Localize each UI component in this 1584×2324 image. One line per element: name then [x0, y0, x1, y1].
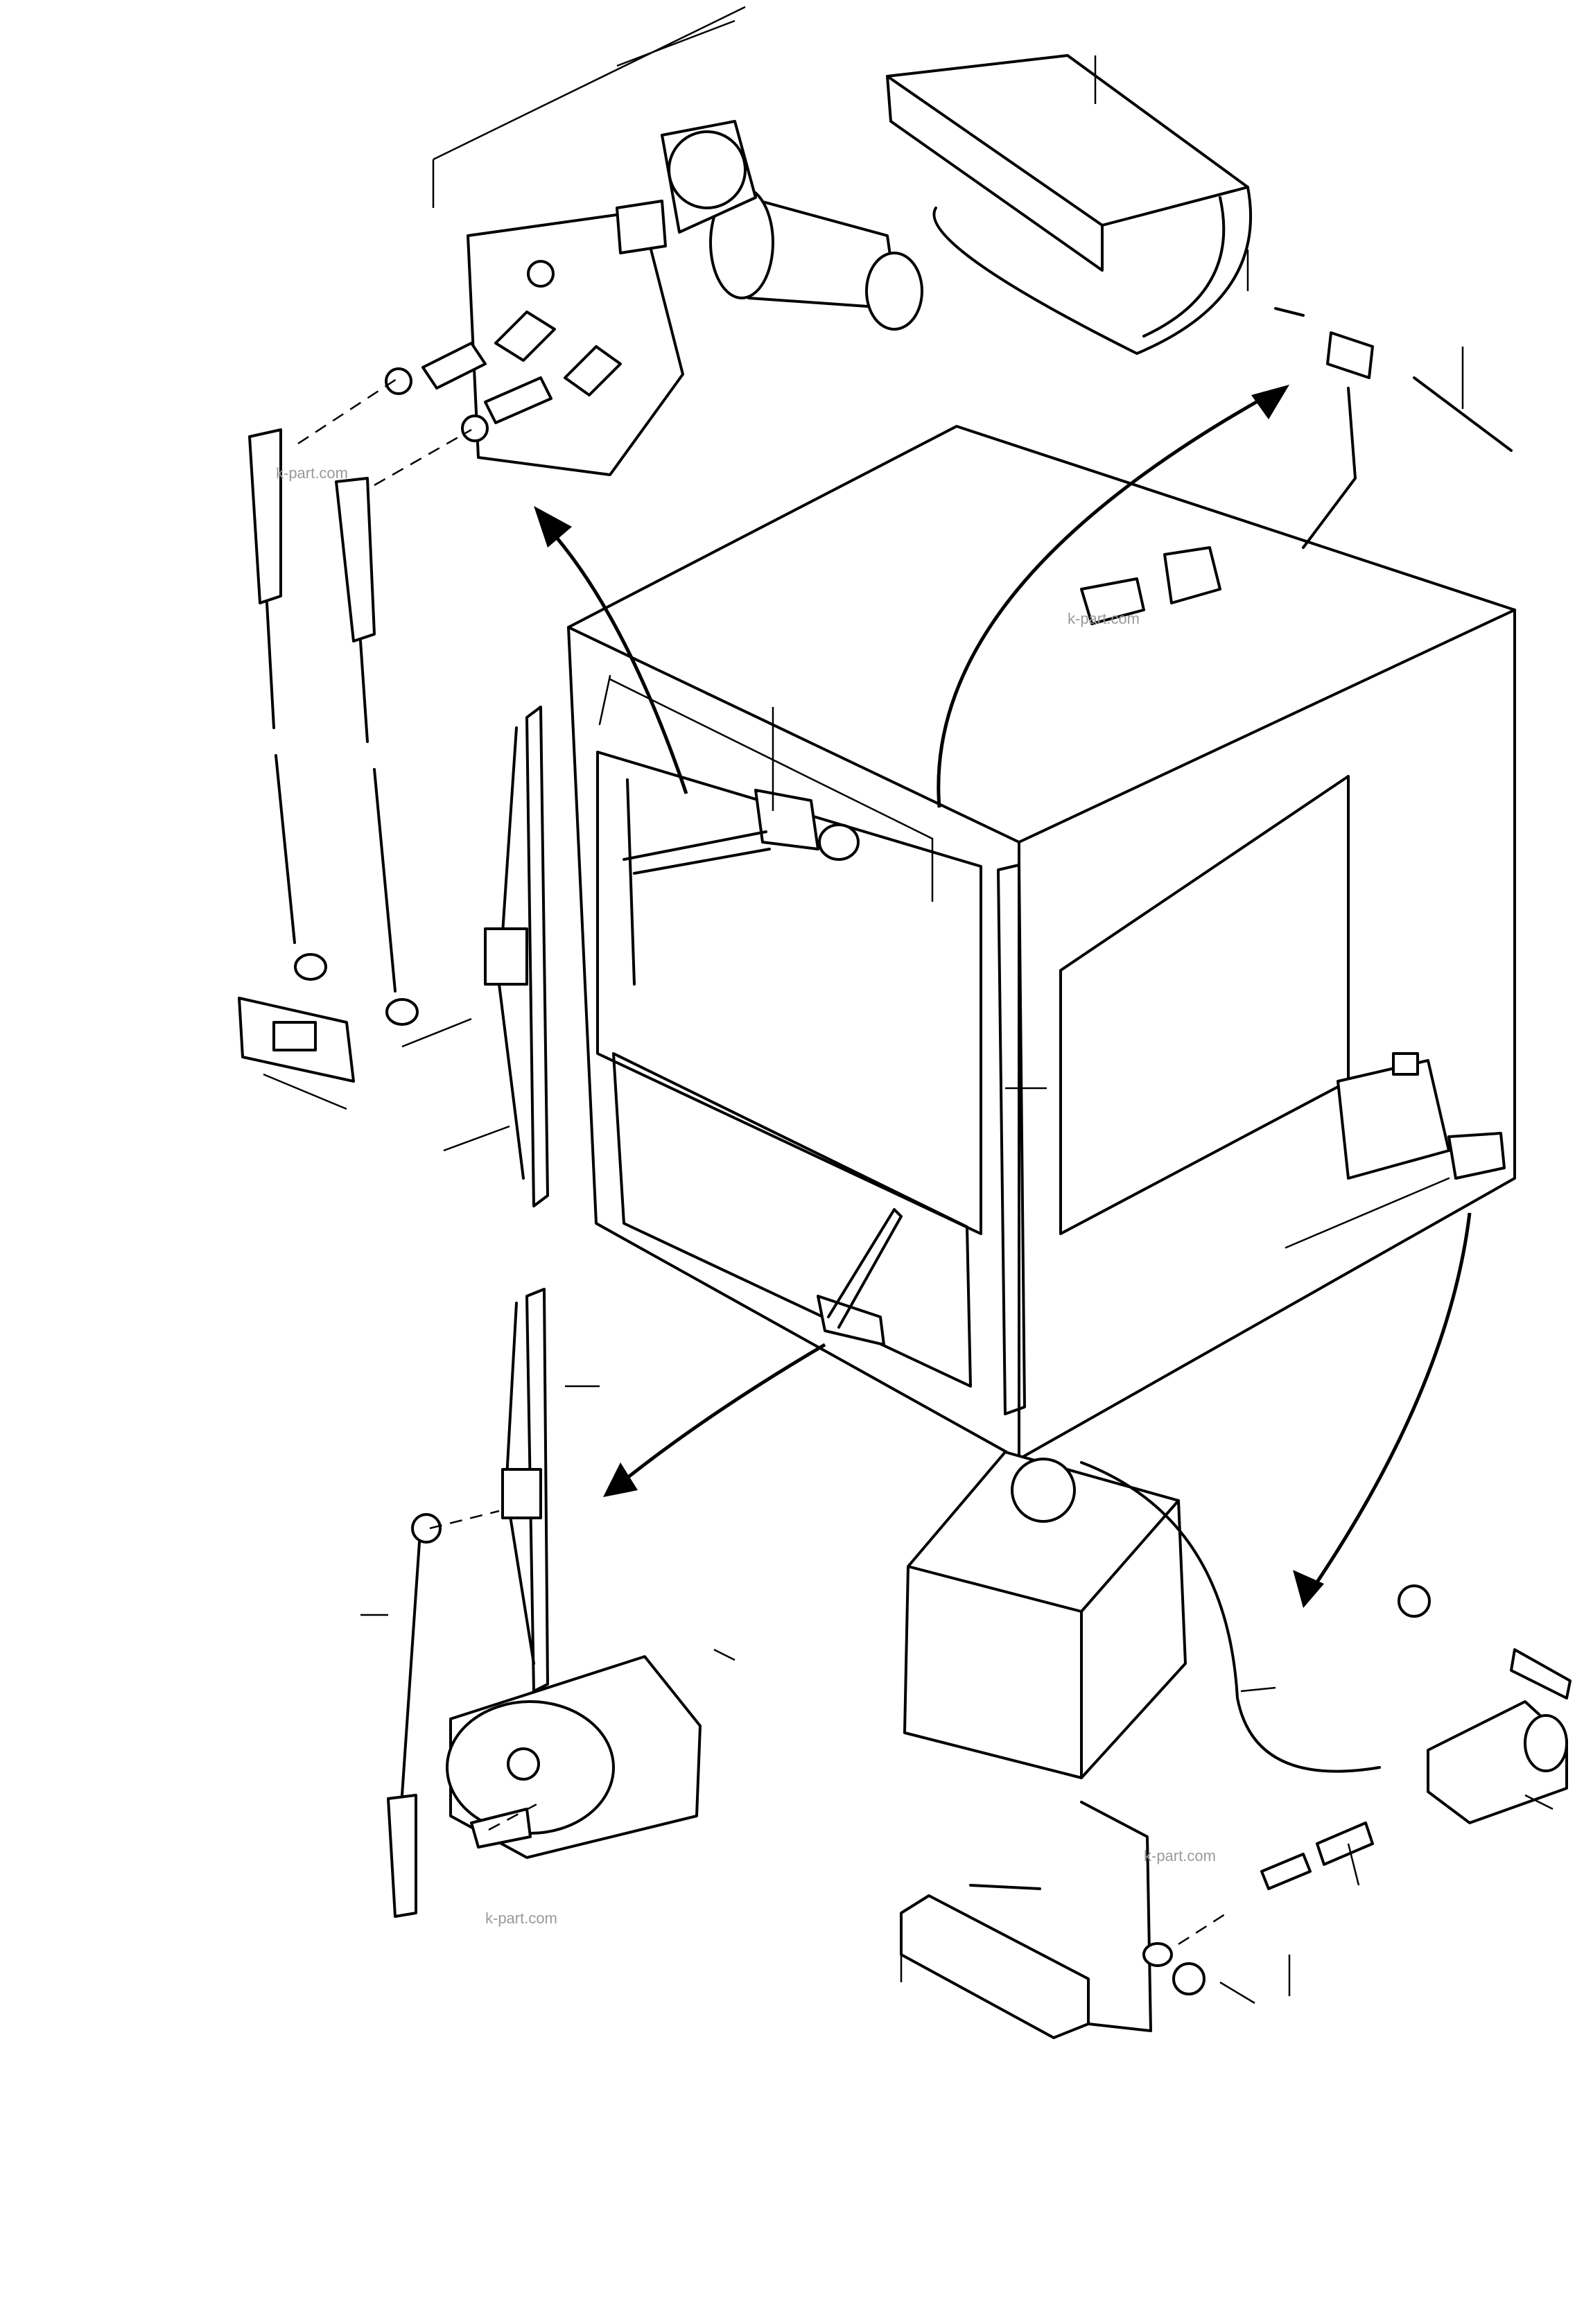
washer-bracket — [900, 1801, 1152, 2039]
washer-nozzle — [1080, 307, 1513, 625]
front-wiper-blade — [484, 706, 549, 1207]
leader-lines — [263, 6, 1553, 2004]
rear-wiper-arm — [387, 1513, 442, 1918]
cab-washer-tank — [1285, 1052, 1506, 1249]
arrows — [534, 385, 1472, 1608]
cab-frame — [567, 425, 1516, 1460]
cab-front-wiper — [623, 778, 860, 986]
cab-rear-wiper — [817, 1208, 903, 1346]
front-wiper-arms — [238, 428, 419, 1083]
front-wiper-motor — [385, 120, 923, 476]
watermark: k-part.com — [485, 1910, 557, 1927]
rear-wiper-blade — [501, 1288, 549, 1693]
washer-reservoir — [903, 1451, 1381, 1779]
wiring-cover — [886, 54, 1252, 355]
washer-pump — [1142, 1584, 1572, 1995]
watermark: k-part.com — [276, 464, 348, 482]
rear-wiper-motor — [446, 1655, 702, 1859]
watermark: k-part.com — [1068, 610, 1140, 627]
watermark: k-part.com — [1144, 1847, 1216, 1864]
